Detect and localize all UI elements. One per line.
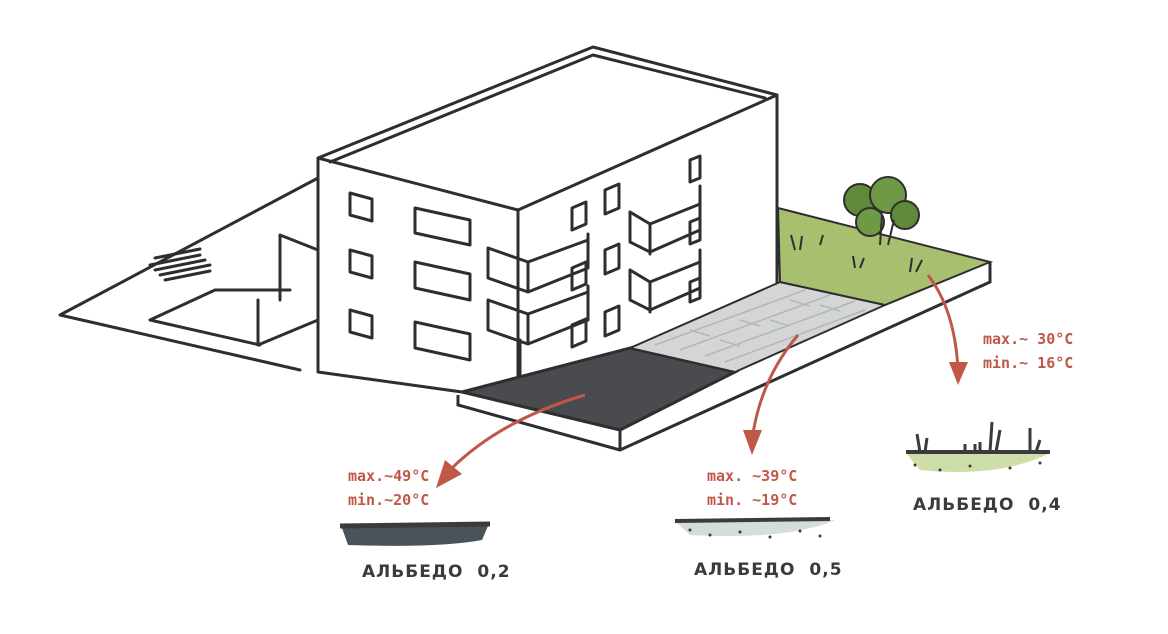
- left-ground: [58, 176, 320, 372]
- grass-temperatures: max.~ 30°C min.~ 16°C: [983, 327, 1073, 375]
- tree-icon: [843, 176, 920, 246]
- paver-joints: [654, 289, 866, 363]
- arrow-grass: [926, 274, 960, 371]
- albedo-value: 0,4: [1028, 495, 1062, 515]
- grass-min-temp: min.~ 16°C: [983, 354, 1074, 372]
- side-windows: [570, 154, 702, 349]
- side-wall: [256, 233, 320, 347]
- albedo-label: АЛЬБЕДО: [694, 560, 796, 580]
- front-facade: [316, 156, 520, 394]
- arrow-pavers: [750, 334, 800, 441]
- pavers-max-temp: max. ~39°C: [707, 467, 798, 485]
- asphalt-sample: [339, 521, 491, 546]
- arrowhead-icon: [949, 362, 968, 385]
- arrowhead-icon: [436, 460, 462, 488]
- ground-slab: [456, 262, 992, 452]
- asphalt-min-temp: min.~20°C: [348, 491, 430, 509]
- grass-surface: [776, 206, 994, 307]
- grass-tufts: [790, 234, 923, 273]
- balconies: [486, 184, 702, 382]
- albedo-value: 0,2: [477, 562, 511, 582]
- pavers-min-temp: min. ~19°C: [707, 491, 798, 509]
- stairs-icon: [148, 247, 212, 282]
- front-windows: [348, 191, 472, 362]
- albedo-label: АЛЬБЕДО: [362, 562, 464, 582]
- arrowheads: [436, 362, 968, 488]
- albedo-label: АЛЬБЕДО: [913, 495, 1015, 515]
- asphalt-max-temp: max.~49°C: [348, 467, 430, 485]
- grass-max-temp: max.~ 30°C: [983, 330, 1074, 348]
- arrows: [448, 274, 960, 472]
- asphalt-albedo: АЛЬБЕДО 0,2: [362, 561, 511, 583]
- paver-sample: [674, 517, 835, 539]
- arrowhead-icon: [743, 430, 762, 455]
- asphalt-temperatures: max.~49°C min.~20°C: [348, 464, 429, 512]
- pavers-albedo: АЛЬБЕДО 0,5: [694, 559, 843, 581]
- grass-albedo: АЛЬБЕДО 0,4: [913, 494, 1062, 516]
- grass-sample: [906, 421, 1050, 472]
- pavers-temperatures: max. ~39°C min. ~19°C: [707, 464, 797, 512]
- albedo-value: 0,5: [809, 560, 843, 580]
- arrow-asphalt: [448, 393, 586, 472]
- roof: [316, 45, 779, 212]
